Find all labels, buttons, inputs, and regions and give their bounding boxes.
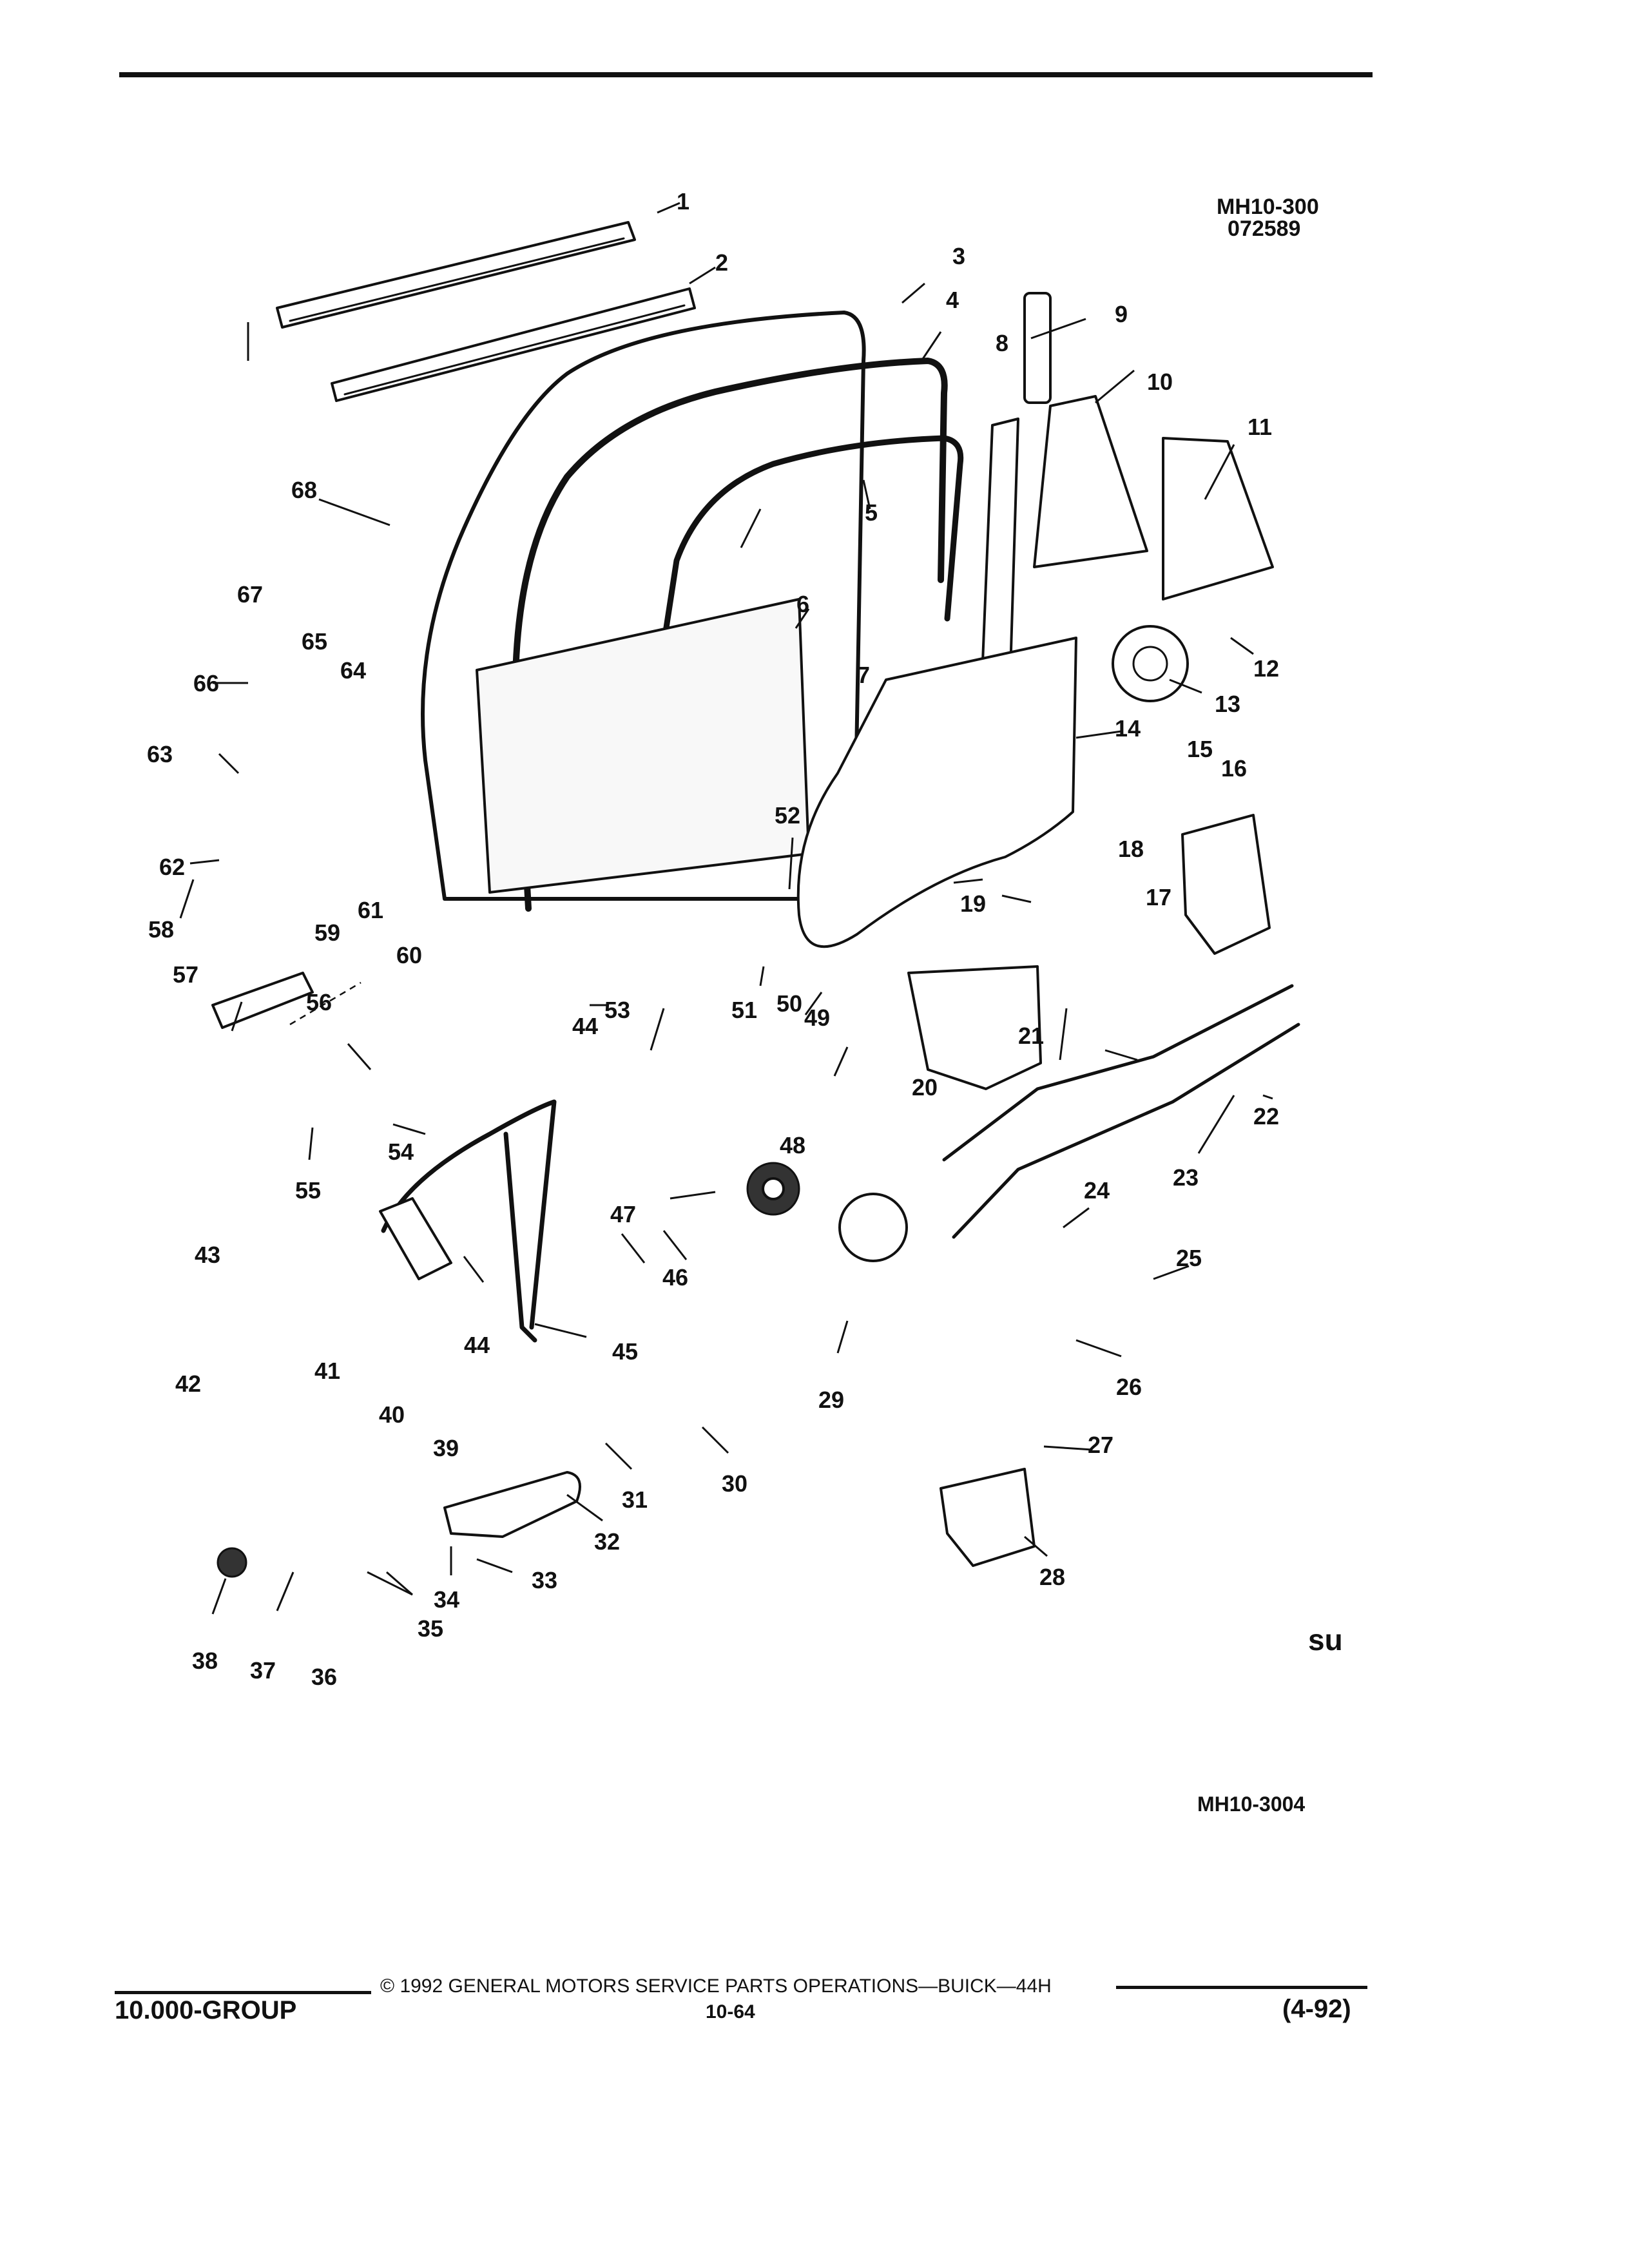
callout-label: 25 — [1176, 1245, 1202, 1271]
callout-label: 13 — [1215, 691, 1240, 717]
callout-label: 8 — [996, 330, 1008, 356]
callout-label: 19 — [960, 890, 986, 917]
callout-label: 30 — [722, 1470, 747, 1497]
callout-label: 3 — [952, 243, 965, 269]
callout-label: 49 — [804, 1004, 830, 1031]
callout-label: 45 — [612, 1338, 638, 1365]
callout-label: 15 — [1187, 736, 1213, 762]
callout-label: 48 — [780, 1132, 805, 1158]
callout-label: 66 — [193, 670, 219, 697]
callout-label: 11 — [1248, 414, 1272, 440]
callout-label: 62 — [159, 854, 185, 880]
callout-label: 33 — [532, 1567, 557, 1593]
callout-label: 23 — [1173, 1164, 1199, 1191]
footer-group: 10.000-GROUP — [115, 1996, 297, 2024]
callout-label: 51 — [731, 997, 757, 1023]
callout-label: 50 — [776, 990, 802, 1017]
callout-label: 22 — [1253, 1103, 1279, 1129]
callout-label: 5 — [865, 499, 878, 526]
callout-label: 31 — [622, 1486, 648, 1513]
footer-page: 10-64 — [706, 2001, 755, 2023]
callout-label: 1 — [677, 188, 689, 215]
callout-label: 54 — [388, 1139, 414, 1165]
callout-label: 55 — [295, 1177, 321, 1204]
callout-label: 6 — [796, 591, 809, 617]
callout-label: 46 — [662, 1264, 688, 1291]
figure-id: MH10-3004 — [1197, 1792, 1306, 1816]
callout-label: 2 — [715, 249, 728, 276]
callout-label: 21 — [1018, 1023, 1044, 1049]
callout-label: 57 — [173, 961, 198, 988]
callout-label: 40 — [379, 1401, 405, 1428]
callout-label: 42 — [175, 1370, 201, 1397]
callout-label: 29 — [818, 1387, 844, 1413]
callout-label: 59 — [314, 919, 340, 946]
callout-label: 56 — [306, 989, 332, 1015]
callout-label: 28 — [1039, 1564, 1065, 1590]
footer-copyright: © 1992 GENERAL MOTORS SERVICE PARTS OPER… — [380, 1975, 1052, 1997]
drawing-date: 072589 — [1228, 216, 1301, 241]
callout-leader-lines — [179, 202, 1273, 1615]
callout-label: 64 — [340, 657, 366, 684]
callout-label: 35 — [418, 1615, 443, 1642]
callout-label: 68 — [291, 477, 317, 503]
callout-label: 39 — [433, 1435, 459, 1461]
callout-label: 52 — [775, 802, 800, 829]
callout-label: 61 — [358, 897, 383, 923]
callout-label: 14 — [1115, 715, 1141, 742]
drawing-code: MH10-300 — [1217, 195, 1319, 219]
callout-label: 37 — [250, 1657, 276, 1684]
callout-label: 7 — [857, 662, 870, 688]
callout-label: 60 — [396, 942, 422, 968]
callout-label: 26 — [1116, 1374, 1142, 1400]
callout-label: 20 — [912, 1074, 938, 1100]
callout-label: 4 — [946, 287, 959, 313]
callout-label: 65 — [302, 628, 327, 655]
corner-mark: su — [1308, 1623, 1343, 1657]
callout-label: 17 — [1146, 884, 1171, 910]
callout-label: 38 — [192, 1648, 218, 1674]
callout-label: 24 — [1084, 1177, 1110, 1204]
callout-label: 9 — [1115, 301, 1128, 327]
callout-label: 67 — [237, 581, 263, 608]
callout-label: 36 — [311, 1664, 337, 1690]
callout-label: 43 — [195, 1242, 220, 1268]
footer-rule-right — [1116, 1986, 1367, 1989]
callout-label: 58 — [148, 916, 174, 943]
callout-label: 44 — [464, 1332, 490, 1358]
callout-label: 41 — [314, 1358, 340, 1384]
callout-label: 53 — [604, 997, 630, 1023]
footer-rule-left — [115, 1991, 371, 1994]
callout-label: 34 — [434, 1586, 459, 1613]
footer-revision: (4-92) — [1282, 1995, 1351, 2023]
callout-label: 47 — [610, 1201, 636, 1227]
callout-label: 12 — [1253, 655, 1279, 682]
callout-label: 32 — [594, 1528, 620, 1555]
callout-label: 10 — [1147, 369, 1173, 395]
callout-label: 16 — [1221, 755, 1247, 782]
callout-label: 27 — [1088, 1432, 1113, 1458]
callout-label: 44 — [572, 1013, 598, 1039]
callout-label: 63 — [147, 741, 173, 767]
callout-label: 18 — [1118, 836, 1144, 862]
top-rule — [119, 72, 1373, 77]
parts-artwork — [211, 221, 1300, 1578]
